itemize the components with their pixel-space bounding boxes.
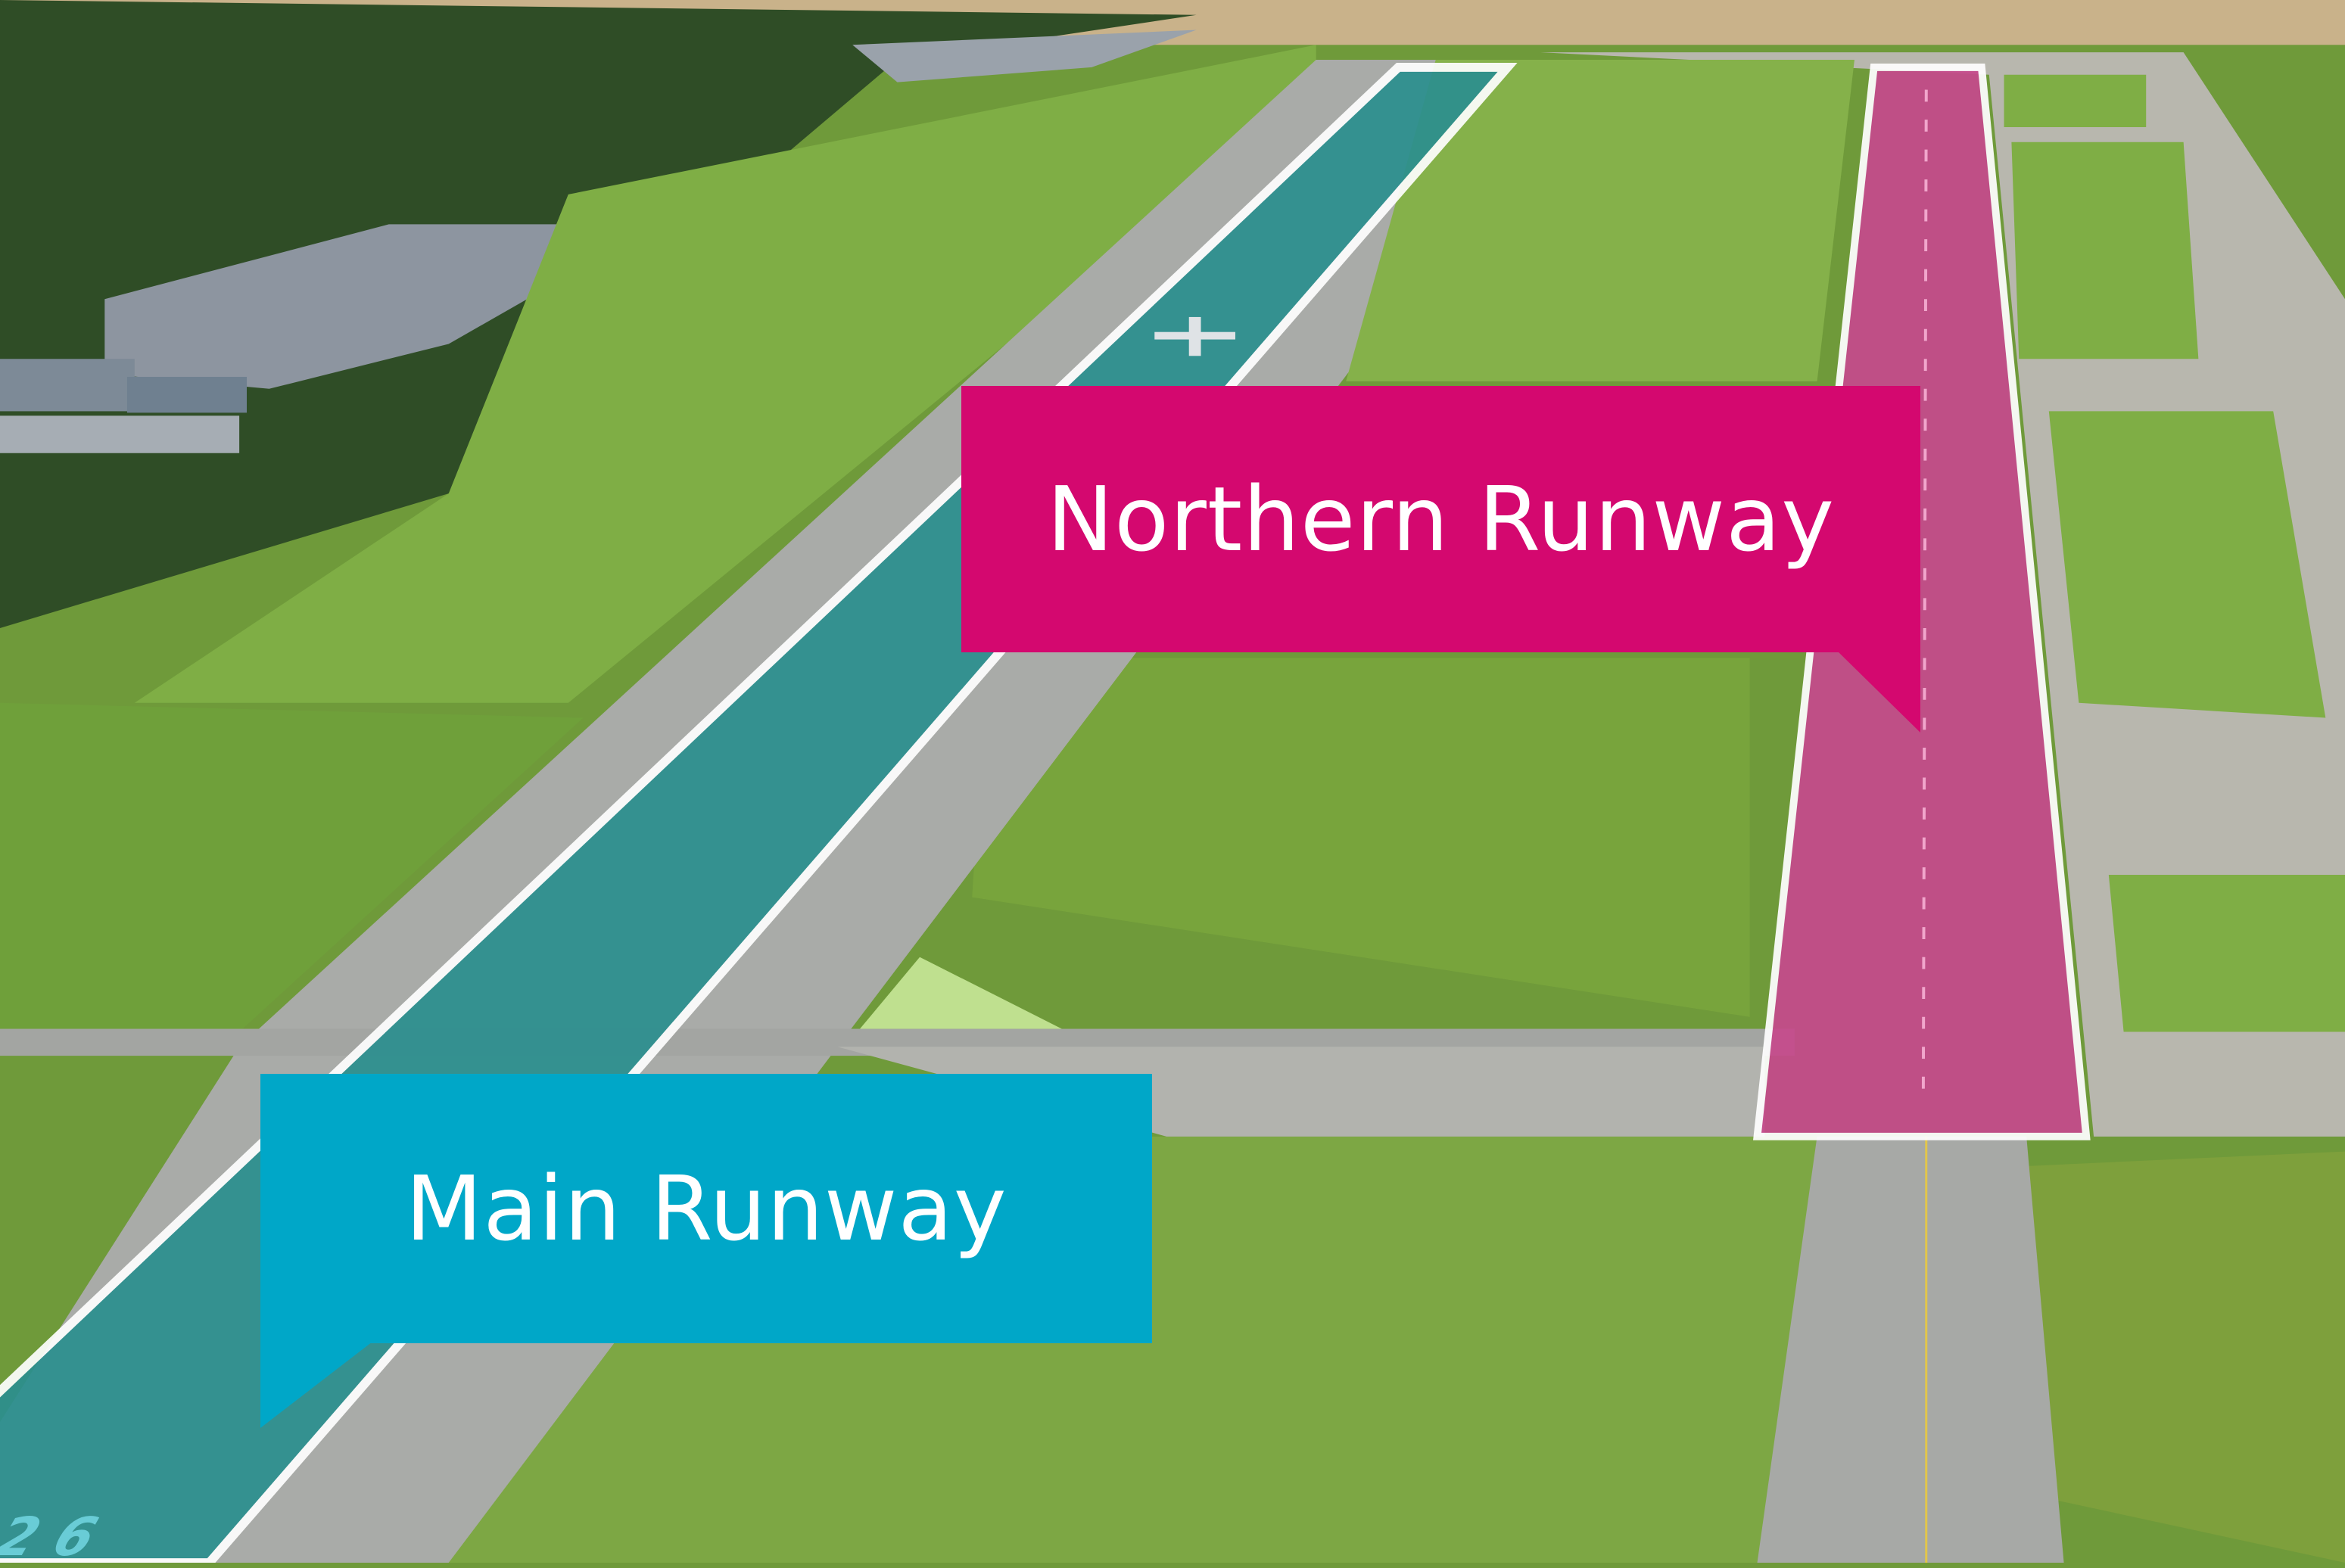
building — [126, 376, 248, 413]
safety-area — [860, 957, 1062, 1029]
main-runway-label-text: Main Runway — [405, 1156, 1007, 1261]
northern-runway-label: Northern Runway — [961, 386, 1920, 652]
main-runway-label: Main Runway — [260, 1074, 1152, 1343]
grass-strip — [2048, 411, 2326, 718]
grass-field — [972, 658, 1750, 1017]
car-park — [104, 224, 659, 389]
grass-strip — [2011, 142, 2199, 359]
taxiway-extension — [1757, 1136, 2064, 1563]
grass-strip — [2108, 875, 2345, 1032]
building — [0, 415, 240, 453]
grass-field — [134, 45, 1316, 703]
aircraft-icon — [1154, 316, 1235, 356]
northern-runway-label-text: Northern Runway — [1046, 467, 1836, 571]
northern-callout-pointer — [1837, 651, 1920, 733]
northern-runway-highlight — [1753, 63, 2091, 1140]
taxiway — [837, 1047, 1765, 1137]
grass-strip — [2004, 74, 2147, 127]
car-park-2 — [852, 30, 1197, 82]
building — [0, 359, 135, 412]
grass-field — [0, 702, 584, 1032]
grass-field — [2019, 1151, 2345, 1563]
northern-centerline — [1921, 89, 1928, 1107]
main-callout-pointer — [260, 1342, 372, 1428]
grass-strip — [1346, 60, 1855, 381]
